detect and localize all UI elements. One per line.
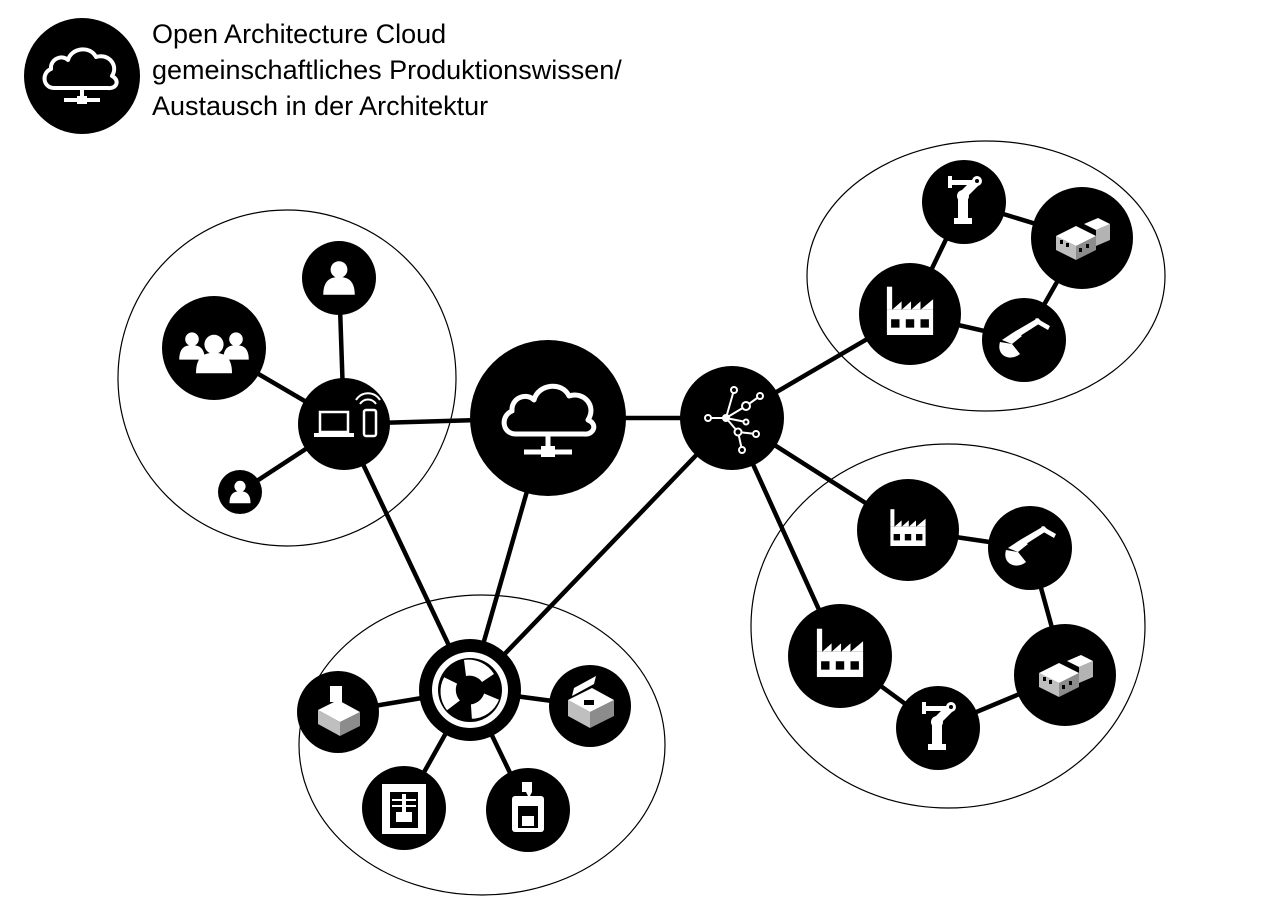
laser-cutter-node[interactable] [549, 665, 631, 747]
title-line-3: Austausch in der Architektur [152, 91, 489, 121]
robot-arm-node-b[interactable] [896, 686, 980, 770]
users-cluster-boundary [117, 209, 457, 547]
open-hardware-node[interactable] [419, 639, 521, 741]
distributor-node[interactable] [680, 366, 784, 470]
milling-machine-node[interactable] [362, 766, 446, 850]
title-line-1: Open Architecture Cloud [152, 19, 447, 49]
3d-printer-node[interactable] [486, 768, 570, 852]
cloud-hub-node[interactable] [470, 340, 626, 496]
production-group-1-boundary [806, 140, 1166, 412]
devices-icon [314, 392, 381, 438]
network-distribution-icon [704, 386, 764, 454]
user-node-bottom[interactable] [218, 470, 262, 514]
production-group-2-boundary [750, 443, 1146, 809]
user-node-top[interactable] [302, 241, 376, 315]
factory-node-a[interactable] [859, 263, 961, 365]
fabrication-cluster-boundary [298, 594, 666, 896]
factory-node-b[interactable] [857, 479, 959, 581]
title-line-2: gemeinschaftliches Produktionswissen/ [152, 55, 622, 85]
excavator-node-b[interactable] [988, 506, 1072, 590]
open-hardware-icon [432, 652, 508, 728]
user-group-node[interactable] [162, 296, 266, 400]
robot-arm-node-a[interactable] [922, 160, 1006, 244]
page-title: Open Architecture Cloud gemeinschaftlich… [152, 16, 622, 124]
cnc-machine-node[interactable] [297, 671, 379, 753]
building-model-node-a[interactable] [1031, 187, 1133, 289]
logo-cloud-network-icon [24, 18, 140, 134]
cloud-network-icon [501, 383, 597, 457]
factory-node-c[interactable] [788, 604, 892, 708]
building-model-node-b[interactable] [1014, 624, 1116, 726]
excavator-node-a[interactable] [982, 298, 1066, 382]
edge-distributor-openhardware [467, 415, 735, 693]
devices-node[interactable] [298, 378, 390, 470]
